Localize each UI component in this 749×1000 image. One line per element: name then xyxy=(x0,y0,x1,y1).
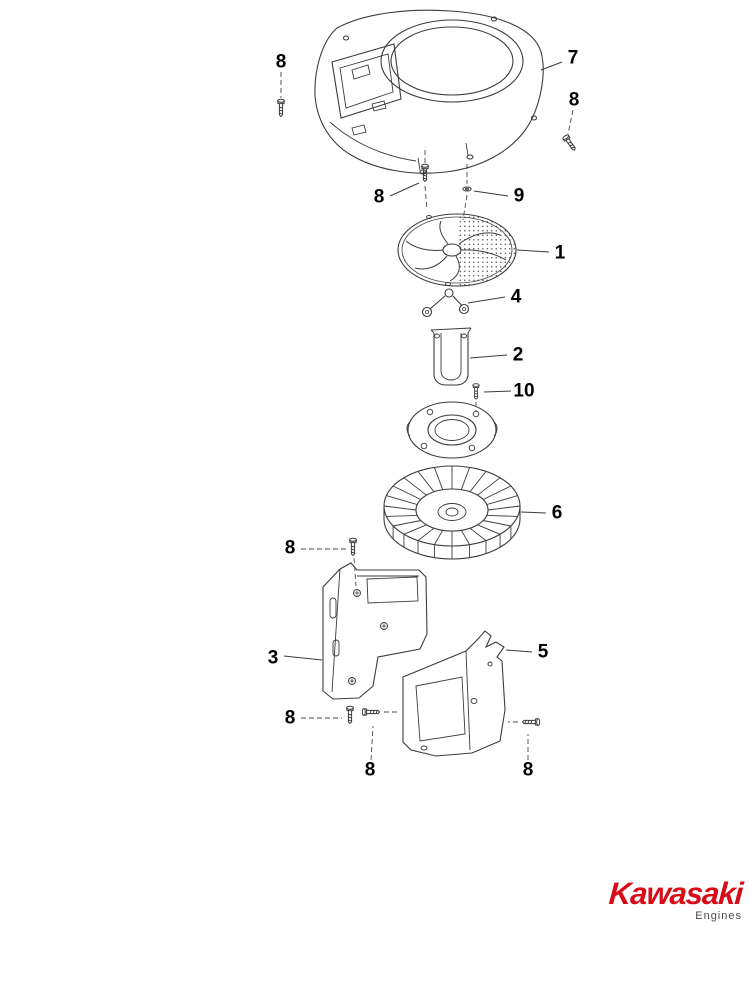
screw-baffle-center-drawing xyxy=(361,708,380,716)
screw-baffle-right-drawing xyxy=(522,718,541,726)
baffle-right-drawing xyxy=(402,630,506,757)
blower-housing-drawing xyxy=(314,9,544,175)
callout-screw-housing-left: 8 xyxy=(275,51,287,73)
callout-screw-baffle-center: 8 xyxy=(364,759,376,781)
brand-logo: Kawasaki Engines xyxy=(522,876,744,922)
stator-plate-drawing xyxy=(406,401,498,459)
bracket-drawing xyxy=(430,327,472,386)
callout-screw-under-housing: 8 xyxy=(373,186,385,208)
kawasaki-logo-text: Kawasaki xyxy=(607,876,744,911)
callout-baffle-left: 3 xyxy=(267,647,279,669)
screw-baffle-left-upper-drawing xyxy=(349,537,357,556)
assembly-axis-lines xyxy=(280,72,574,761)
callout-screw-housing-right: 8 xyxy=(568,89,580,111)
screw-housing-right-drawing xyxy=(561,133,579,153)
engines-label: Engines xyxy=(695,910,742,922)
screw-baffle-left-lower-drawing xyxy=(346,705,354,724)
washer-drawing xyxy=(462,186,472,192)
callout-washer: 9 xyxy=(513,185,525,207)
leader-lines xyxy=(283,61,563,661)
callout-screw-baffle-left-lower: 8 xyxy=(284,707,296,729)
baffle-left-drawing xyxy=(322,562,428,700)
callout-screw-baffle-left-upper: 8 xyxy=(284,537,296,559)
callout-bracket: 2 xyxy=(512,344,524,366)
stator-screw-drawing xyxy=(472,383,480,400)
callout-fan-screen: 1 xyxy=(554,242,566,264)
callout-wire-clip: 4 xyxy=(510,286,522,308)
callout-stator-screw: 10 xyxy=(513,380,535,402)
callout-screw-baffle-right: 8 xyxy=(522,759,534,781)
callout-flywheel-fan: 6 xyxy=(551,502,563,524)
wire-clip-drawing xyxy=(421,288,470,318)
callout-baffle-right: 5 xyxy=(537,641,549,663)
callout-blower-housing: 7 xyxy=(567,47,579,69)
fan-screen-drawing xyxy=(397,213,517,287)
flywheel-fan-drawing xyxy=(383,465,521,560)
screw-housing-left-drawing xyxy=(277,98,285,117)
